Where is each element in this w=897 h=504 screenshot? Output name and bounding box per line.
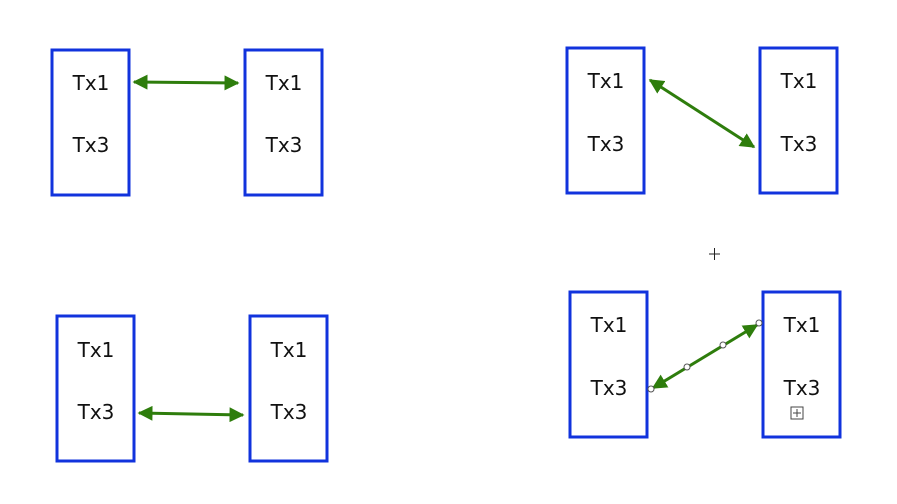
link-arrow[interactable] — [651, 323, 759, 390]
right-box-item-2: Tx3 — [783, 376, 821, 400]
right-box-item-2: Tx3 — [270, 400, 308, 424]
right-box[interactable] — [243, 48, 324, 197]
left-box-item-2: Tx3 — [590, 376, 628, 400]
endpoint-handle-end[interactable] — [755, 319, 763, 327]
right-box-item-1: Tx1 — [783, 313, 821, 337]
diagram-2: Tx1 Tx3 Tx1 Tx3 — [565, 46, 839, 195]
right-box[interactable] — [758, 46, 839, 195]
left-box[interactable] — [55, 314, 136, 463]
left-box-item-2: Tx3 — [77, 400, 115, 424]
diagram-3: Tx1 Tx3 Tx1 Tx3 — [55, 314, 329, 463]
diagram-1: Tx1 Tx3 Tx1 Tx3 — [50, 48, 324, 197]
left-box[interactable] — [565, 46, 646, 195]
right-box-item-1: Tx1 — [265, 71, 303, 95]
right-box[interactable] — [248, 314, 329, 463]
right-box-item-2: Tx3 — [265, 133, 303, 157]
right-box-item-2: Tx3 — [780, 132, 818, 156]
right-box-item-1: Tx1 — [780, 69, 818, 93]
left-box[interactable] — [50, 48, 131, 197]
selection-handles — [647, 319, 763, 393]
left-box-item-1: Tx1 — [77, 338, 115, 362]
right-box-item-1: Tx1 — [270, 338, 308, 362]
left-box-item-1: Tx1 — [72, 71, 110, 95]
left-box-item-1: Tx1 — [587, 69, 625, 93]
move-handle-icon[interactable] — [790, 406, 804, 420]
endpoint-handle-start[interactable] — [647, 385, 655, 393]
crosshair-icon — [709, 248, 720, 260]
diagram-4: Tx1 Tx3 Tx1 Tx3 — [568, 290, 842, 439]
left-box-item-1: Tx1 — [590, 313, 628, 337]
left-box-item-2: Tx3 — [72, 133, 110, 157]
midpoint-handle[interactable] — [719, 341, 727, 349]
left-box-item-2: Tx3 — [587, 132, 625, 156]
midpoint-handle[interactable] — [683, 363, 691, 371]
link-arrow[interactable] — [648, 78, 756, 149]
link-arrow[interactable] — [137, 405, 245, 423]
link-arrow[interactable] — [132, 74, 240, 91]
left-box[interactable] — [568, 290, 649, 439]
